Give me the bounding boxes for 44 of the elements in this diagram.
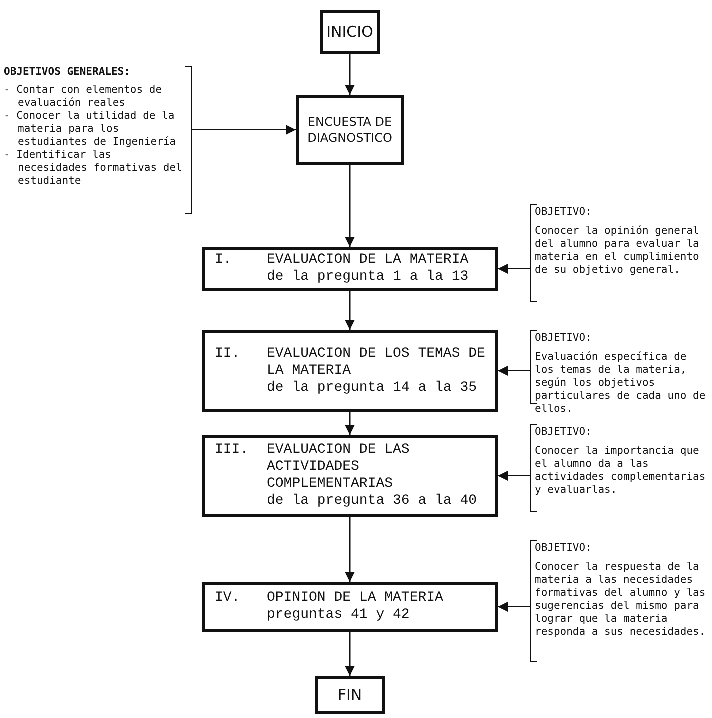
arrow (345, 632, 355, 676)
note-heading: OBJETIVO: (535, 542, 593, 555)
process-box (202, 330, 498, 412)
bracket-note (4, 66, 192, 214)
arrow (345, 291, 355, 330)
process-box (296, 95, 404, 165)
terminal-label: INICIO (326, 23, 374, 41)
note-text: Conocer la opinión general del alumno para evaluar la materia en el cumplimiento de su objetivo general. (535, 225, 700, 277)
terminal-box (315, 676, 385, 714)
note-heading: OBJETIVO: (535, 426, 593, 439)
list-item: - Contar con elementos de evaluación reales (4, 84, 164, 110)
arrow (498, 366, 530, 376)
step-number: I. (214, 252, 233, 269)
process-box (202, 582, 498, 632)
terminal-label: FIN (338, 686, 362, 704)
step-number: IV. (214, 590, 242, 607)
box-label: ENCUESTA DE DIAGNOSTICO (306, 114, 394, 146)
step-number: III. (214, 442, 250, 459)
step-detail: de la pregunta 14 a la 35 (267, 380, 478, 396)
note-text: Evaluación específica de los temas de la materia, según los objetivos particulares de cada uno de ellos. (535, 351, 707, 416)
note-heading: OBJETIVO: (535, 332, 593, 345)
step-detail: de la pregunta 36 a la 40 (267, 493, 478, 510)
step-detail: preguntas 41 y 42 (267, 607, 411, 624)
arrow (345, 54, 355, 95)
list-item: - Identificar las necesidades formativas del estudiante (4, 149, 184, 188)
note-text: Conocer la importancia que el alumno da a las actividades complementarias y evaluarlas. (535, 445, 707, 497)
arrow (498, 264, 530, 274)
process-box (202, 435, 498, 517)
arrow (345, 517, 355, 582)
terminal-box (320, 10, 380, 54)
step-title: EVALUACION DE LA MATERIA (267, 252, 470, 269)
step-number: II. (214, 346, 242, 362)
note-heading: OBJETIVOS GENERALES: (4, 66, 132, 79)
step-title: OPINION DE LA MATERIA (267, 590, 444, 607)
arrow (345, 412, 355, 435)
arrow (498, 471, 530, 481)
process-box (202, 247, 498, 291)
note-heading: OBJETIVO: (535, 206, 593, 219)
note-text: Conocer la respuesta de la materia a las necesidades formativas del alumno y las sugerencias del mismo para lograr que la materia responda a sus necesidades. (535, 561, 707, 639)
arrow (192, 125, 296, 135)
arrow (498, 602, 530, 612)
arrow (345, 165, 355, 247)
step-detail: de la pregunta 1 a la 13 (267, 269, 470, 286)
list-item: - Conocer la utilidad de la materia para los estudiantes de Ingeniería (4, 110, 178, 149)
